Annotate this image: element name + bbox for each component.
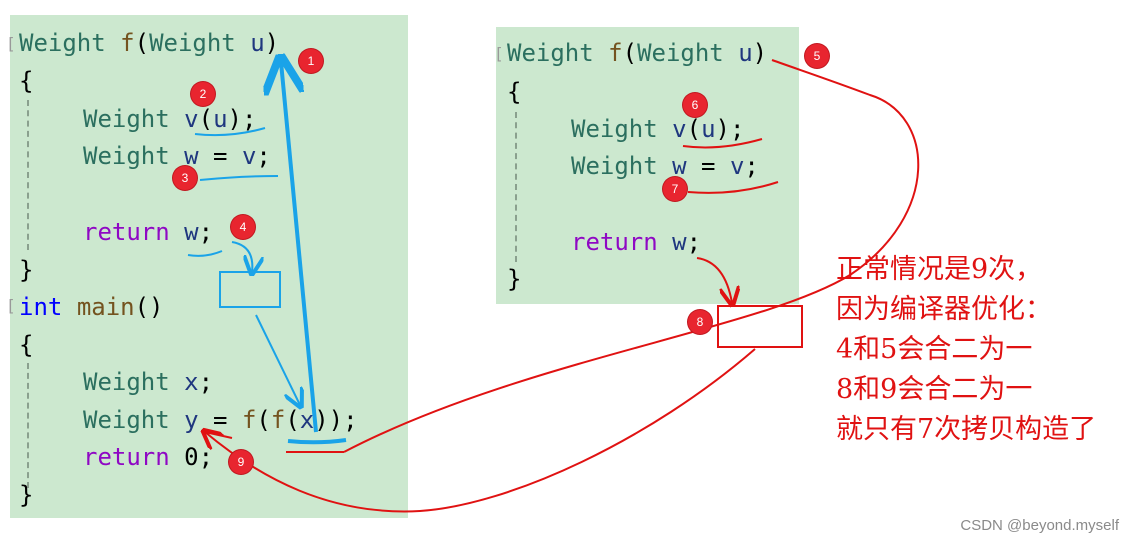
step-badge: 1 (299, 49, 323, 73)
type-token: Weight (83, 142, 170, 170)
keyword: int (19, 293, 63, 321)
var-name: w (184, 142, 199, 170)
paren: () (134, 293, 164, 321)
var-name: v (729, 152, 745, 180)
code-brace: } (19, 256, 34, 284)
note-line: 正常情况是9次， (836, 254, 1043, 285)
var-name: w (184, 218, 199, 246)
step-badge: 3 (173, 166, 197, 190)
keyword: return (83, 443, 170, 471)
terminator: ; (744, 152, 759, 180)
type-token: Weight (571, 115, 658, 143)
code-line-call-ffx: Weight y = f(f(x)); (83, 406, 358, 434)
code-line-assign-w: Weight w = v; (83, 141, 271, 171)
paren: ( (134, 29, 150, 57)
terminator: ; (198, 443, 214, 471)
type-token: Weight (83, 406, 170, 434)
var-name: w (672, 152, 687, 180)
code-brace: { (19, 67, 34, 95)
param-name: u (250, 29, 265, 57)
step-badge: 5 (805, 44, 829, 68)
function-name: f (241, 406, 257, 434)
function-name: f (270, 406, 286, 434)
var-name: v (672, 115, 687, 143)
function-name: f (120, 29, 135, 57)
code-line-return-0: return 0; (83, 442, 213, 472)
keyword: return (83, 218, 170, 246)
collapse-marker[interactable]: [ (494, 44, 504, 63)
var-name: w (672, 228, 687, 256)
code-line-signature: Weight f(Weight u) (19, 28, 279, 58)
step-badge: 9 (229, 450, 253, 474)
code-brace: { (19, 331, 34, 359)
step-badge: 2 (191, 82, 215, 106)
operator: = (198, 142, 242, 170)
code-line-main: int main() (19, 292, 164, 322)
code-brace: } (507, 265, 522, 293)
watermark: CSDN @beyond.myself (960, 517, 1119, 534)
paren: ) (264, 29, 280, 57)
collapse-marker[interactable]: [ (6, 34, 16, 53)
terminator: ; (198, 368, 214, 396)
note-line: 8和9会合二为一 (836, 374, 1033, 405)
operator: = (198, 406, 242, 434)
operator: = (686, 152, 730, 180)
type-token: Weight (637, 39, 724, 67)
code-brace: { (507, 78, 522, 106)
step-badge: 8 (688, 310, 712, 334)
terminator: ; (729, 115, 745, 143)
arg-name: u (213, 105, 228, 133)
indent-guide (27, 363, 29, 488)
step-badge: 4 (231, 215, 255, 239)
code-line-copy-v: Weight v(u); (83, 105, 257, 133)
var-name: y (184, 406, 199, 434)
literal: 0 (184, 443, 199, 471)
type-token: Weight (149, 29, 236, 57)
var-name: x (184, 368, 199, 396)
var-name: v (184, 105, 199, 133)
paren: ( (622, 39, 638, 67)
step-badge: 7 (663, 177, 687, 201)
terminator: ; (241, 105, 257, 133)
note-line: 就只有7次拷贝构造了 (836, 414, 1097, 445)
code-brace: } (19, 481, 34, 509)
collapse-marker[interactable]: [ (6, 296, 16, 315)
arg-name: u (701, 115, 716, 143)
paren: ) (752, 39, 768, 67)
temp-object-box-red (717, 305, 803, 348)
code-line-return-w: return w; (571, 227, 701, 257)
terminator: ; (686, 228, 702, 256)
code-line-assign-w: Weight w = v; (571, 151, 759, 181)
param-name: u (738, 39, 753, 67)
type-token: Weight (83, 105, 170, 133)
type-token: Weight (571, 152, 658, 180)
var-name: v (241, 142, 257, 170)
code-line-signature: Weight f(Weight u) (507, 38, 767, 68)
arg-name: x (299, 406, 315, 434)
code-line-return-w: return w; (83, 217, 213, 247)
type-token: Weight (19, 29, 106, 57)
type-token: Weight (507, 39, 594, 67)
function-name: main (76, 293, 135, 321)
note-line: 因为编译器优化： (836, 294, 1052, 325)
terminator: ; (198, 218, 214, 246)
type-token: Weight (83, 368, 170, 396)
indent-guide (27, 100, 29, 250)
code-line-decl-x: Weight x; (83, 367, 213, 397)
function-name: f (608, 39, 623, 67)
terminator: )); (314, 406, 358, 434)
note-line: 4和5会合二为一 (836, 334, 1033, 365)
keyword: return (571, 228, 658, 256)
terminator: ; (256, 142, 271, 170)
indent-guide (515, 112, 517, 262)
code-line-copy-v: Weight v(u); (571, 115, 745, 143)
step-badge: 6 (683, 93, 707, 117)
